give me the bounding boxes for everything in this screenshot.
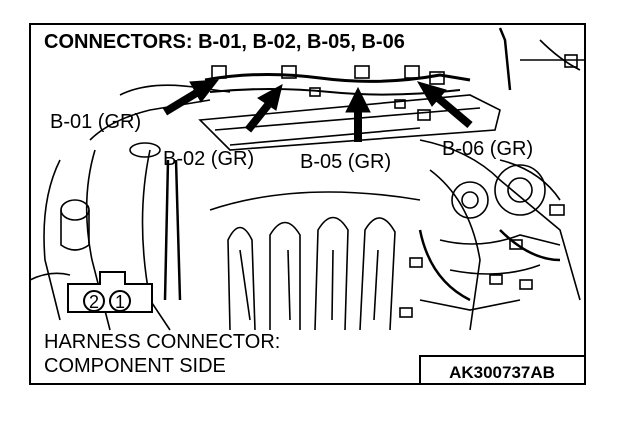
pin-2-label: 2 <box>89 292 99 312</box>
callout-b02: B-02 (GR) <box>163 148 254 170</box>
callout-b05: B-05 (GR) <box>300 151 391 173</box>
callout-arrows <box>162 79 473 142</box>
callout-b01: B-01 (GR) <box>50 111 141 133</box>
diagram-frame <box>29 23 586 385</box>
pin-1-label: 1 <box>115 292 125 312</box>
connector-pinout <box>67 271 153 313</box>
diagram-title: CONNECTORS: B-01, B-02, B-05, B-06 <box>44 31 405 53</box>
figure-code: AK300737AB <box>449 363 555 382</box>
harness-connector-label: HARNESS CONNECTOR: <box>44 331 280 353</box>
component-side-label: COMPONENT SIDE <box>44 355 226 377</box>
figure-code-box <box>419 355 586 385</box>
callout-b06: B-06 (GR) <box>442 138 533 160</box>
